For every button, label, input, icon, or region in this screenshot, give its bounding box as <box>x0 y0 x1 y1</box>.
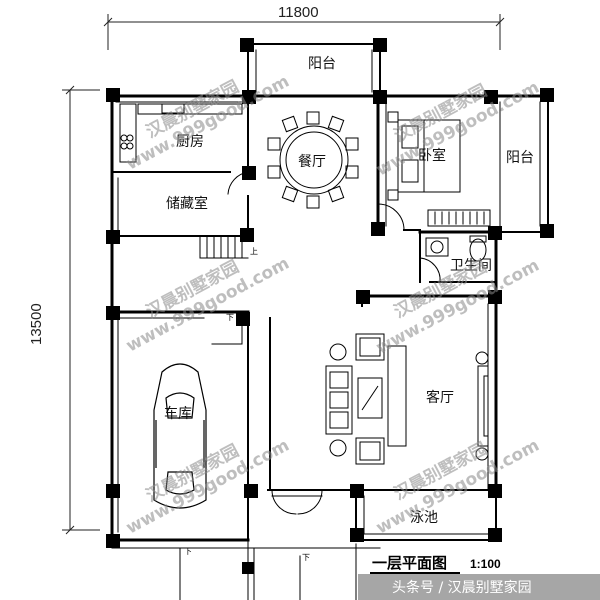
plan-title: 一层平面图 1:100 <box>366 550 508 574</box>
footer-attribution: 头条号 / 汉晨别墅家园 <box>358 574 600 600</box>
watermarks: 汉晨别墅家园 www.999good.com 汉晨别墅家园 www.999goo… <box>123 71 543 538</box>
bedroom-bed <box>387 111 461 201</box>
height-dimension: 13500 <box>28 303 45 345</box>
plan-scale: 1:100 <box>470 557 501 571</box>
kitchen-fixtures <box>119 103 243 163</box>
stair-up-marker: 上 <box>250 247 258 256</box>
dining-table <box>267 111 359 209</box>
room-label-balcony-right: 阳台 <box>506 150 534 166</box>
room-label-bedroom: 卧室 <box>418 147 446 164</box>
plan-title-text: 一层平面图 <box>372 554 447 572</box>
room-label-living: 客厅 <box>426 389 454 406</box>
dimension-lines <box>62 14 505 535</box>
living-furniture <box>325 333 489 465</box>
columns <box>106 38 554 574</box>
width-dimension: 11800 <box>278 4 319 21</box>
room-label-bathroom: 卫生间 <box>450 258 492 274</box>
garage-car <box>153 363 207 509</box>
garage-down-marker: 下 <box>226 313 234 322</box>
room-label-garage: 车库 <box>164 405 192 422</box>
room-label-dining: 餐厅 <box>298 154 326 170</box>
room-label-pool: 泳池 <box>410 510 438 526</box>
walls <box>110 43 550 600</box>
room-label-storage: 储藏室 <box>166 195 208 212</box>
lower-down-marker: 下 <box>184 547 192 556</box>
bathroom-fixtures <box>425 235 487 262</box>
footer-attribution-text: 头条号 / 汉晨别墅家园 <box>392 579 532 596</box>
room-label-kitchen: 厨房 <box>176 134 204 150</box>
entrance-down-marker: 下 <box>302 553 310 562</box>
room-label-balcony-top: 阳台 <box>308 56 336 72</box>
